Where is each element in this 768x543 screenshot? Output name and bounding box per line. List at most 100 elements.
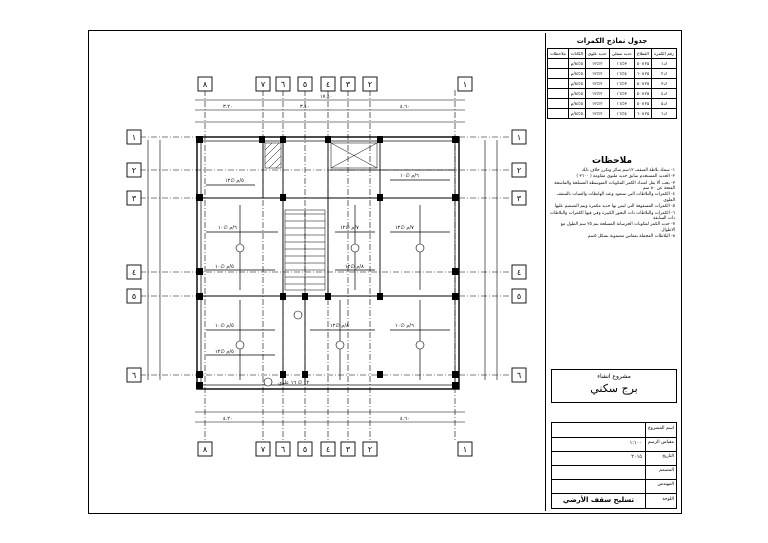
schedule-header-0: رقم الكمرة xyxy=(650,48,678,59)
note-item: ٣- يجب ألا يقل امتداد الكمر المكونات الم… xyxy=(554,180,675,192)
svg-text:٦: ٦ xyxy=(132,371,136,380)
note-item: ٨- البلاطات المحملة بمقاس مضمونة بشكل ٥س… xyxy=(587,233,675,239)
rebar-label-7: ٧/م ∅١٢ xyxy=(395,225,414,231)
schedule-cell: ٢٥×٥٠ xyxy=(633,78,652,89)
schedule-cell: ك٥ xyxy=(650,98,678,109)
title-block-panel xyxy=(545,33,680,511)
schedule-header-1: القطاع xyxy=(633,48,652,59)
svg-text:٦: ٦ xyxy=(517,371,521,380)
project-name: برج سكني xyxy=(590,382,638,395)
schedule-cell: ٢٥×٥٠ xyxy=(633,88,652,99)
schedule-cell: ٢∅١٢ xyxy=(584,78,610,89)
info-grid: اسم المشروع مقياس الرسم ١:١٠٠ التاريخ ٢٠… xyxy=(551,422,677,509)
svg-text:٣: ٣ xyxy=(346,445,351,454)
schedule-cell xyxy=(547,88,569,99)
dim-label-2: ٣.٤٠ xyxy=(300,104,310,110)
dim-label-total: ١٧.٤٠ xyxy=(320,94,332,100)
schedule-cell: ٢٥×٥٠ xyxy=(633,98,652,109)
svg-text:٤: ٤ xyxy=(326,80,330,89)
schedule-cell: ك١ xyxy=(650,58,678,69)
schedule-cell: ٢∅١٢ xyxy=(584,108,610,119)
note-item: ٧- حديد الكمر لمكونات الخرسانة المسلحة ي… xyxy=(560,222,675,233)
dim-label-5: ٤.٦٠ xyxy=(400,416,410,422)
schedule-title: جدول نماذج الكمرات xyxy=(576,37,648,45)
schedule-cell: ٥∅٨/م xyxy=(567,68,586,79)
axis-bubble-bottom: ٦ xyxy=(275,441,291,457)
svg-text:٢: ٢ xyxy=(368,445,372,454)
svg-text:٦: ٦ xyxy=(281,445,285,454)
schedule-cell xyxy=(547,108,569,119)
schedule-cell: ٤∅١٦ xyxy=(608,108,635,119)
rebar-label-2: ٦/م ∅١٠ xyxy=(218,225,237,231)
schedule-cell xyxy=(547,98,569,109)
scale-label: مقياس الرسم xyxy=(647,440,674,445)
axis-bubble-bottom: ٤ xyxy=(320,441,336,457)
svg-text:١: ١ xyxy=(463,445,467,454)
axis-bubble-bottom: ٣ xyxy=(340,441,356,457)
schedule-cell xyxy=(547,68,569,79)
project-box: مشروع انشاء برج سكني xyxy=(551,369,677,403)
schedule-cell: ٥∅٨/م xyxy=(567,88,586,99)
beam-label-bottom: ١٢ ∅ ١٦ علوي xyxy=(278,380,309,386)
schedule-cell: ك٢ xyxy=(650,68,678,79)
schedule-cell xyxy=(547,58,569,69)
schedule-cell: ك٦ xyxy=(650,108,678,119)
axis-bubble-top: ٥ xyxy=(297,76,313,92)
date-label: التاريخ xyxy=(662,454,674,459)
svg-text:١: ١ xyxy=(517,133,521,142)
rebar-label-9: ٨/م ∅١٢ xyxy=(345,264,364,270)
axis-bubble-left: ٤ xyxy=(126,264,142,280)
schedule-cell xyxy=(547,78,569,89)
dim-label-4: ٤.٢٠ xyxy=(223,416,233,422)
schedule-cell: ٥∅٨/م xyxy=(567,58,586,69)
svg-text:٥: ٥ xyxy=(303,80,307,89)
svg-text:٢: ٢ xyxy=(517,166,521,175)
axis-bubble-top: ٦ xyxy=(275,76,291,92)
schedule-cell: ٣∅١٦ xyxy=(608,98,635,109)
rebar-label-5: ٨/م ∅١٢ xyxy=(330,323,349,329)
rebar-label-11: ٦/م ∅١٠ xyxy=(395,323,414,329)
dim-label-3: ٤.٦٠ xyxy=(400,104,410,110)
svg-text:٥: ٥ xyxy=(303,445,307,454)
svg-text:٣: ٣ xyxy=(346,80,351,89)
svg-text:٣: ٣ xyxy=(517,194,522,203)
dim-label-1: ٣.٢٠ xyxy=(223,104,233,110)
axis-bubble-bottom: ٥ xyxy=(297,441,313,457)
schedule-header-5: ملاحظات xyxy=(547,48,569,59)
note-item: ٢- الحديد المستخدم سابق حديد ملتوي مقاوم… xyxy=(576,174,675,180)
axis-bubble-right: ٢ xyxy=(511,162,527,178)
note-item: ٦- الكمرات والبلاطات ذات البحور الكبيرة … xyxy=(550,210,675,221)
schedule-cell: ٤∅١٦ xyxy=(608,68,635,79)
svg-text:٢: ٢ xyxy=(368,80,372,89)
axis-bubble-top: ٤ xyxy=(320,76,336,92)
schedule-cell: ٢٥×٦٠ xyxy=(633,108,652,119)
schedule-cell: ٣∅١٦ xyxy=(608,78,635,89)
rebar-label-8: ٥/م ∅١٠ xyxy=(215,264,234,270)
sheet-label: اللوحة xyxy=(662,497,674,502)
svg-text:١: ١ xyxy=(132,133,136,142)
schedule-cell: ٣∅١٦ xyxy=(608,58,635,69)
rebar-label-1: ٥/م ∅١٢ xyxy=(225,178,244,184)
svg-text:٤: ٤ xyxy=(326,445,330,454)
schedule-cell: ٢∅١٢ xyxy=(584,88,610,99)
axis-bubble-right: ٤ xyxy=(511,264,527,280)
rebar-label-4: ٥/م ∅١٠ xyxy=(215,323,234,329)
axis-bubble-bottom: ٨ xyxy=(197,441,213,457)
notes-title: ملاحظات xyxy=(591,156,633,166)
axis-bubble-top: ٧ xyxy=(255,76,271,92)
axis-bubble-left: ٦ xyxy=(126,367,142,383)
axis-bubble-bottom: ٢ xyxy=(362,441,378,457)
svg-text:٥: ٥ xyxy=(132,292,136,301)
drawing-sheet-border xyxy=(88,30,682,514)
date-value: ٢٠١٥ xyxy=(631,454,642,460)
schedule-cell: ٣∅١٦ xyxy=(608,88,635,99)
svg-text:٣: ٣ xyxy=(132,194,137,203)
schedule-cell: ٥∅٨/م xyxy=(567,98,586,109)
axis-bubble-bottom: ٧ xyxy=(255,441,271,457)
schedule-header-4: الكانات xyxy=(567,48,586,59)
schedule-cell: ك٣ xyxy=(650,78,678,89)
svg-text:٦: ٦ xyxy=(281,80,285,89)
scale-value: ١:١٠٠ xyxy=(629,440,642,446)
